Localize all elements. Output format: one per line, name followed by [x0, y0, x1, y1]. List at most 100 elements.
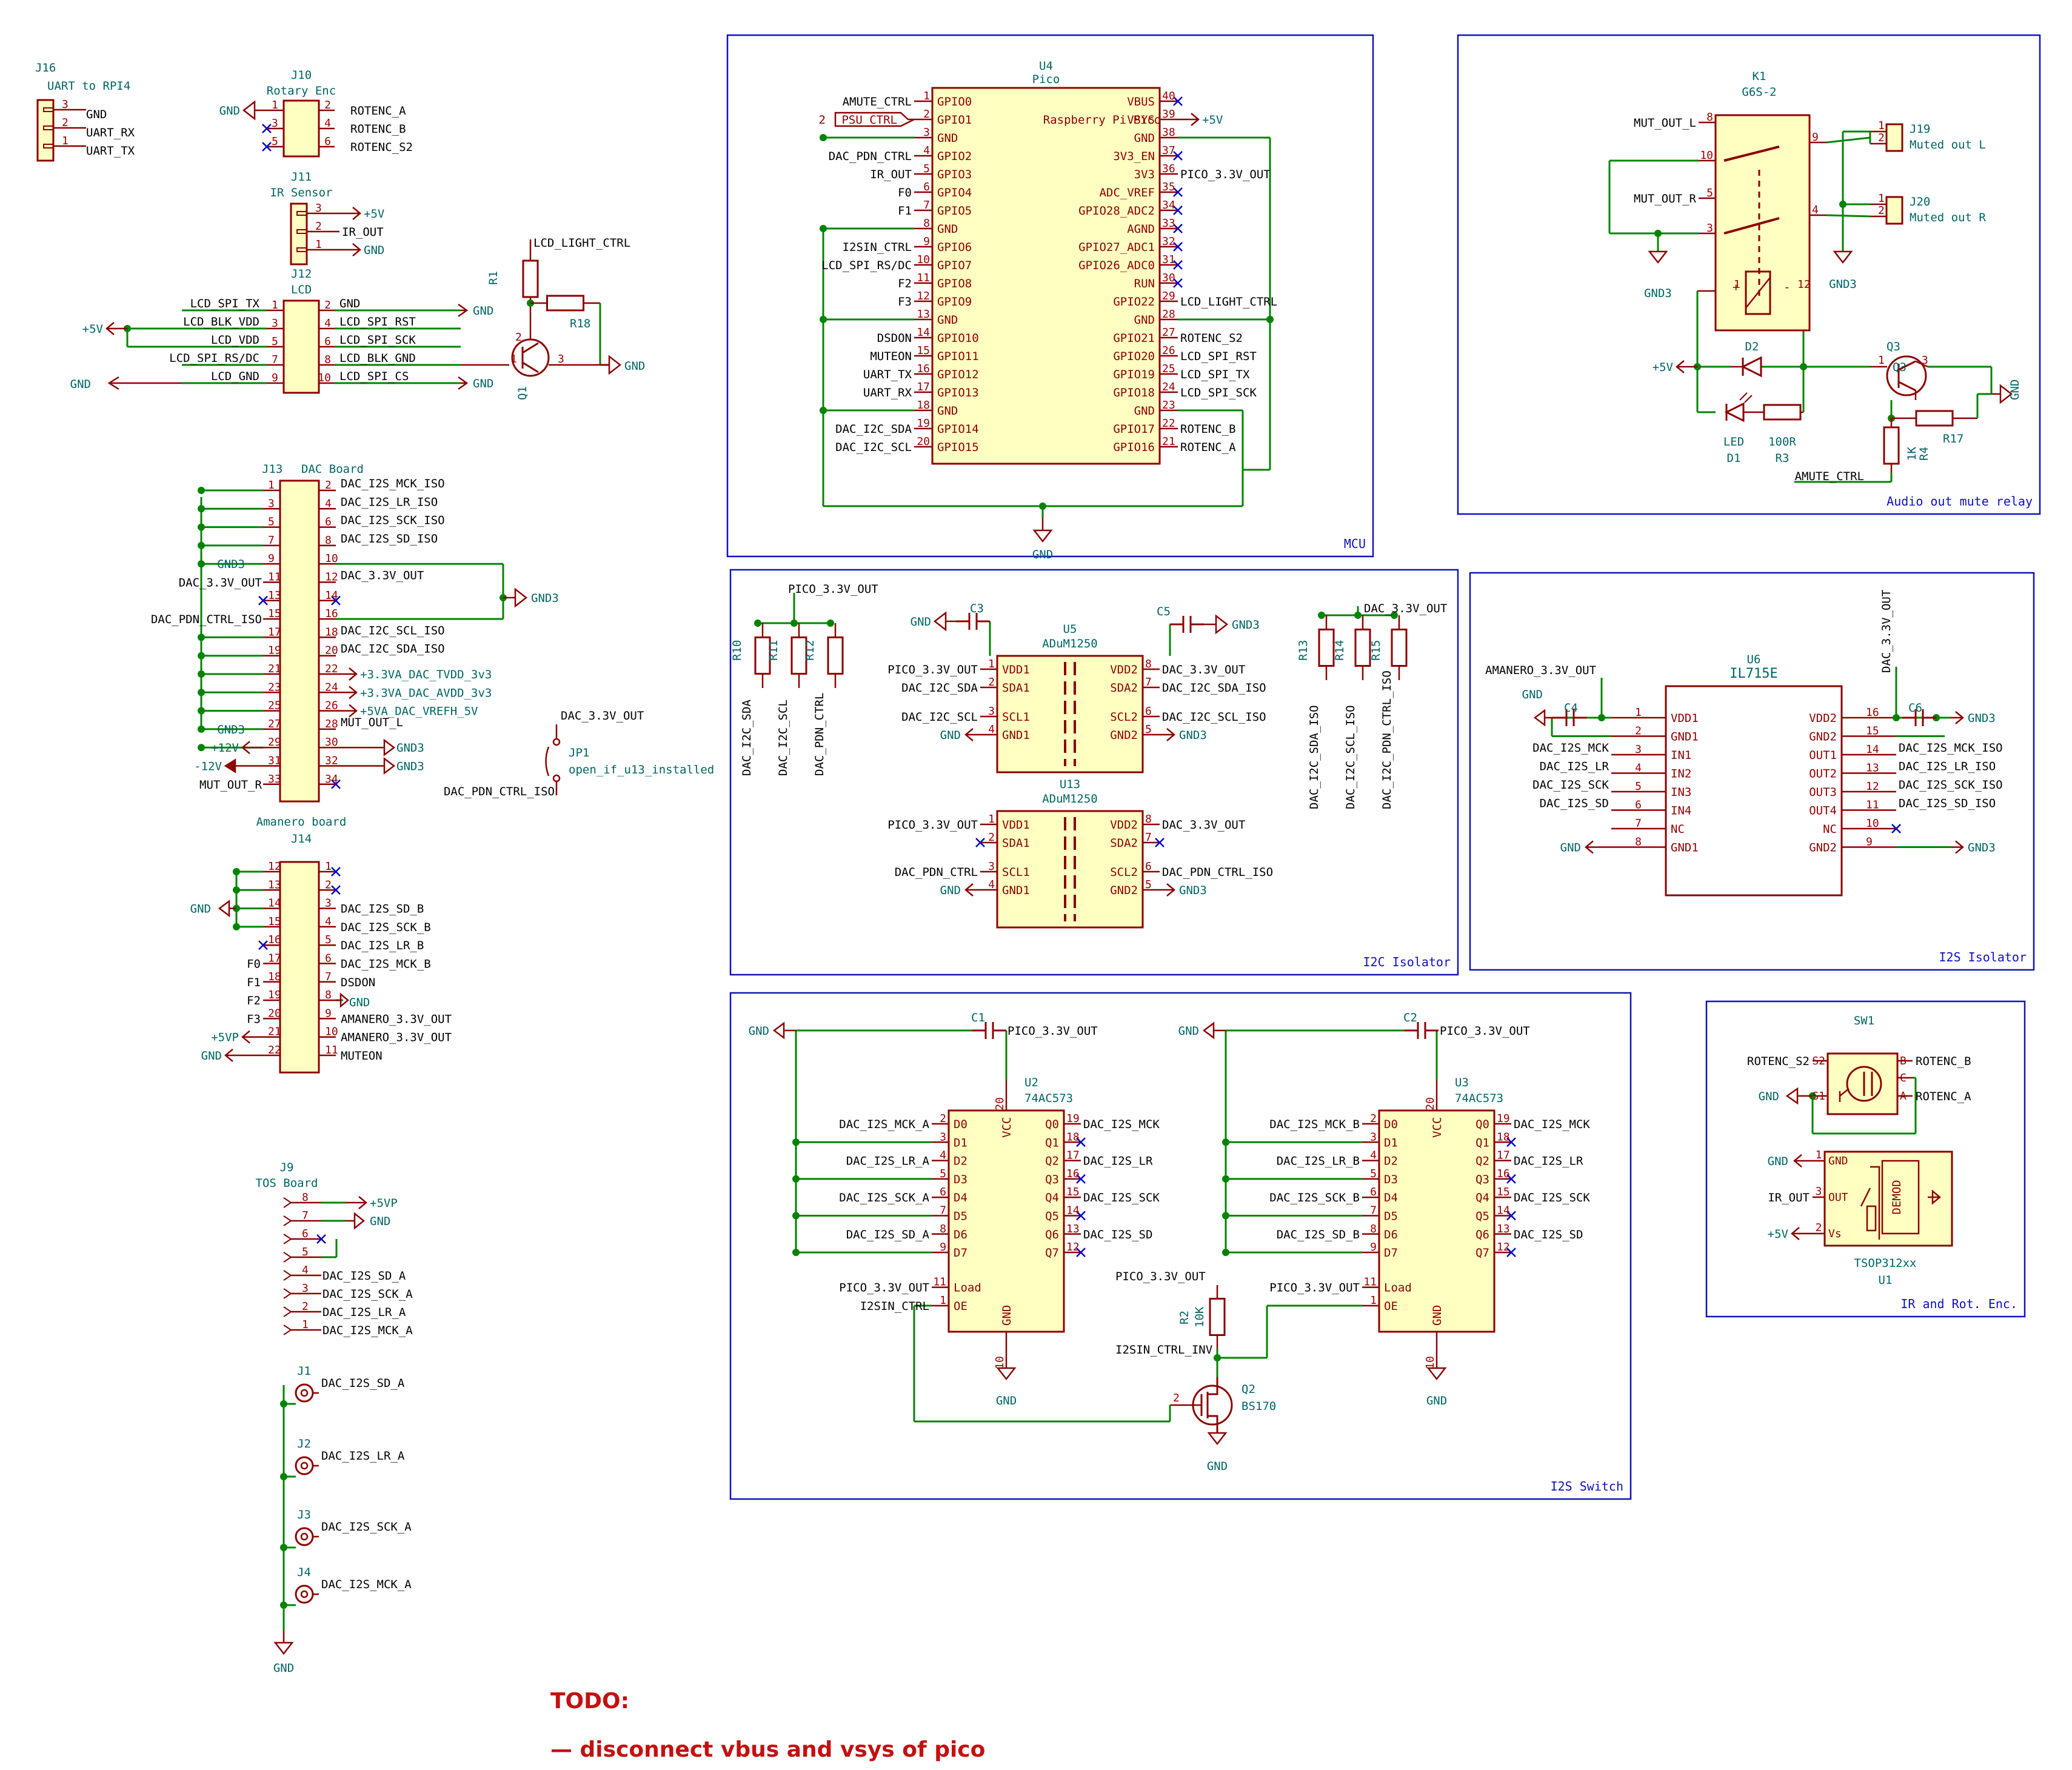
ground-label: GND [1178, 1024, 1199, 1038]
pin-name: SCL1 [1002, 710, 1030, 724]
coax-center [300, 1590, 309, 1598]
led-d1 [1724, 402, 1745, 422]
resistor-r4 [1883, 426, 1900, 465]
net-label: DAC_I2S_MCK_B [341, 958, 431, 971]
pin-number: 1 [272, 99, 278, 112]
power-symbol [105, 322, 127, 335]
capacitor-c6 [1902, 709, 1936, 726]
part-value: Pico [1032, 73, 1060, 86]
net-label: DAC_PDN_CTRL_ISO [1162, 866, 1273, 879]
pin-number: 12 [1066, 1241, 1080, 1254]
power-label: +5V [1653, 361, 1673, 374]
connector-label: Muted out L [1910, 138, 1986, 152]
lcd-header [282, 299, 320, 394]
ground-symbol [346, 1212, 366, 1230]
net-label: DAC_I2S_LR_B [1277, 1155, 1360, 1168]
pin-name: GPIO4 [937, 186, 972, 199]
pin-name: Q3 [1045, 1173, 1059, 1186]
pin-number: 1 [1878, 119, 1885, 132]
net-label: ROTENC_S2 [1180, 332, 1243, 345]
net-label: DAC_I2S_MCK [1532, 741, 1609, 755]
pin-name: Q0 [1045, 1118, 1059, 1131]
pin-number: 37 [1162, 144, 1175, 157]
pin-number: 8 [1145, 813, 1152, 826]
pin-number: 6 [302, 1227, 309, 1240]
pullup-resistor [827, 636, 844, 675]
pin-number: 12 [1797, 278, 1811, 291]
demod-label: DEMOD [1890, 1180, 1903, 1214]
pin-number: 3 [1816, 1185, 1822, 1198]
pin-number: 7 [1145, 676, 1152, 689]
pin-number: 2 [515, 331, 522, 344]
pin-name: GPIO28_ADC2 [1078, 204, 1155, 218]
pin-number: 36 [1162, 162, 1175, 175]
pin-number: 13 [1866, 762, 1879, 775]
pin-name: GND2 [1809, 841, 1837, 855]
junction [198, 652, 205, 660]
pin-number: 2 [988, 676, 995, 689]
ref-designator: U6 [1747, 653, 1761, 666]
pin-number: 18 [268, 970, 281, 983]
pullup-resistor [754, 636, 771, 675]
pin-number: 23 [1162, 399, 1175, 412]
pin-name: D6 [954, 1228, 967, 1241]
no-connect-marker [1076, 1174, 1086, 1184]
ref-designator: C2 [1403, 1011, 1417, 1024]
encoder-switch [1839, 1088, 1850, 1102]
pin-number: 40 [1162, 90, 1175, 102]
net-label: DAC_I2C_SCL_ISO [1162, 710, 1266, 724]
ground-symbol [1793, 1154, 1813, 1167]
pin-name: GPIO6 [937, 241, 972, 254]
pin-number: 17 [917, 381, 930, 393]
pin-number: 13 [917, 308, 930, 321]
pin-name: D5 [954, 1210, 967, 1223]
power-label: +5VP [370, 1197, 398, 1210]
ref-designator: D1 [1727, 452, 1741, 465]
pin-number: 28 [1162, 308, 1175, 321]
pin-number: 1 [302, 1318, 309, 1331]
ground-symbol [273, 1631, 294, 1655]
pin-name: Q3 [1475, 1173, 1489, 1186]
net-label: DAC_I2C_SCL_ISO [1344, 705, 1357, 809]
pin-number: 3 [1370, 1130, 1377, 1143]
pin-number: 7 [923, 199, 930, 212]
pin-socket [283, 1324, 292, 1335]
pin-name: D2 [1384, 1155, 1398, 1168]
pin-name: D1 [1384, 1136, 1398, 1149]
net-label: DAC_I2S_LR_ISO [341, 495, 438, 509]
junction [1222, 1212, 1229, 1220]
net-label: UART_TX [86, 144, 135, 158]
pin-number: 10 [1866, 817, 1879, 830]
todo-note: TODO: — disconnect vbus and vsys of pico [550, 1689, 985, 1762]
pin-number: 20 [1424, 1097, 1437, 1110]
ref-designator: Q1 [516, 386, 529, 400]
pin-socket [283, 1288, 292, 1299]
pin-number: 2 [1635, 725, 1642, 738]
no-connect-marker [316, 1234, 326, 1244]
ref-designator: C3 [970, 602, 984, 615]
net-label: DAC_I2C_SDA_ISO [341, 643, 445, 656]
junction [1893, 714, 1900, 721]
pin-number: 18 [1066, 1130, 1080, 1143]
net-label: DAC_3.3V_OUT [1880, 590, 1893, 673]
ground-symbol [600, 355, 622, 375]
junction [1391, 612, 1398, 619]
polarity-mark: - [1783, 281, 1790, 294]
net-label: UART_TX [863, 368, 912, 381]
no-connect-marker [1173, 278, 1183, 288]
pin-name: OUT4 [1809, 804, 1837, 818]
isolation-barrier [1064, 817, 1076, 921]
net-label: F3 [898, 295, 912, 309]
net-label: PICO_3.3V_OUT [1008, 1024, 1098, 1038]
pin-number: 2 [1173, 1392, 1180, 1404]
ground-label: GND3 [1829, 278, 1857, 291]
pin-name: Q1 [1475, 1136, 1489, 1149]
pin-name: SDA2 [1110, 681, 1138, 695]
ground-label: GND3 [396, 741, 424, 755]
pin-number: 29 [268, 736, 281, 749]
pin-socket [43, 107, 54, 112]
pin-number: 7 [325, 970, 332, 983]
net-label: F3 [247, 1012, 261, 1026]
pin-number: 9 [272, 372, 278, 384]
